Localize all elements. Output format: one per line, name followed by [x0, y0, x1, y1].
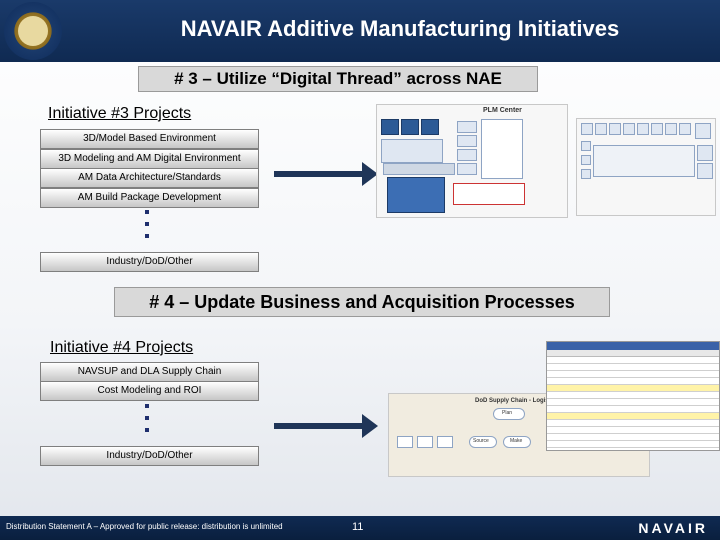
page-number: 11: [352, 521, 364, 533]
ellipsis-dots: [145, 404, 149, 440]
plan-label: Plan: [502, 410, 513, 416]
digital-thread-diagram: PLM Center: [376, 104, 568, 218]
plm-label: PLM Center: [483, 107, 522, 114]
project-box: 3D/Model Based Environment: [40, 129, 259, 149]
page-title: NAVAIR Additive Manufacturing Initiative…: [180, 16, 620, 41]
project-box: Industry/DoD/Other: [40, 446, 259, 466]
right-arrow-icon: [274, 162, 378, 186]
project-box: 3D Modeling and AM Digital Environment: [40, 149, 259, 169]
supply-chain-title: DoD Supply Chain - Logistics: [475, 398, 560, 404]
project-box: Industry/DoD/Other: [40, 252, 259, 272]
distribution-statement: Distribution Statement A – Approved for …: [6, 522, 283, 531]
header-bar: NAVAIR Additive Manufacturing Initiative…: [0, 0, 720, 62]
initiative-3-banner: # 3 – Utilize “Digital Thread” across NA…: [138, 66, 538, 92]
make-label: Make: [510, 438, 523, 444]
project-box: AM Data Architecture/Standards: [40, 168, 259, 188]
project-box: Cost Modeling and ROI: [40, 381, 259, 401]
initiative-3-label: Initiative #3 Projects: [48, 105, 192, 122]
source-label: Source: [473, 438, 489, 444]
project-box: NAVSUP and DLA Supply Chain: [40, 362, 259, 382]
workflow-diagram: [576, 118, 716, 216]
project-box: AM Build Package Development: [40, 188, 259, 208]
initiative-4-banner: # 4 – Update Business and Acquisition Pr…: [114, 287, 610, 317]
ellipsis-dots: [145, 210, 149, 246]
navair-logo: NAVAIR: [638, 520, 708, 536]
right-arrow-icon: [274, 414, 378, 438]
initiative-4-label: Initiative #4 Projects: [50, 339, 194, 356]
footer-bar: Distribution Statement A – Approved for …: [0, 516, 720, 540]
spreadsheet-screenshot: [546, 341, 720, 451]
navair-seal-icon: [4, 2, 62, 60]
